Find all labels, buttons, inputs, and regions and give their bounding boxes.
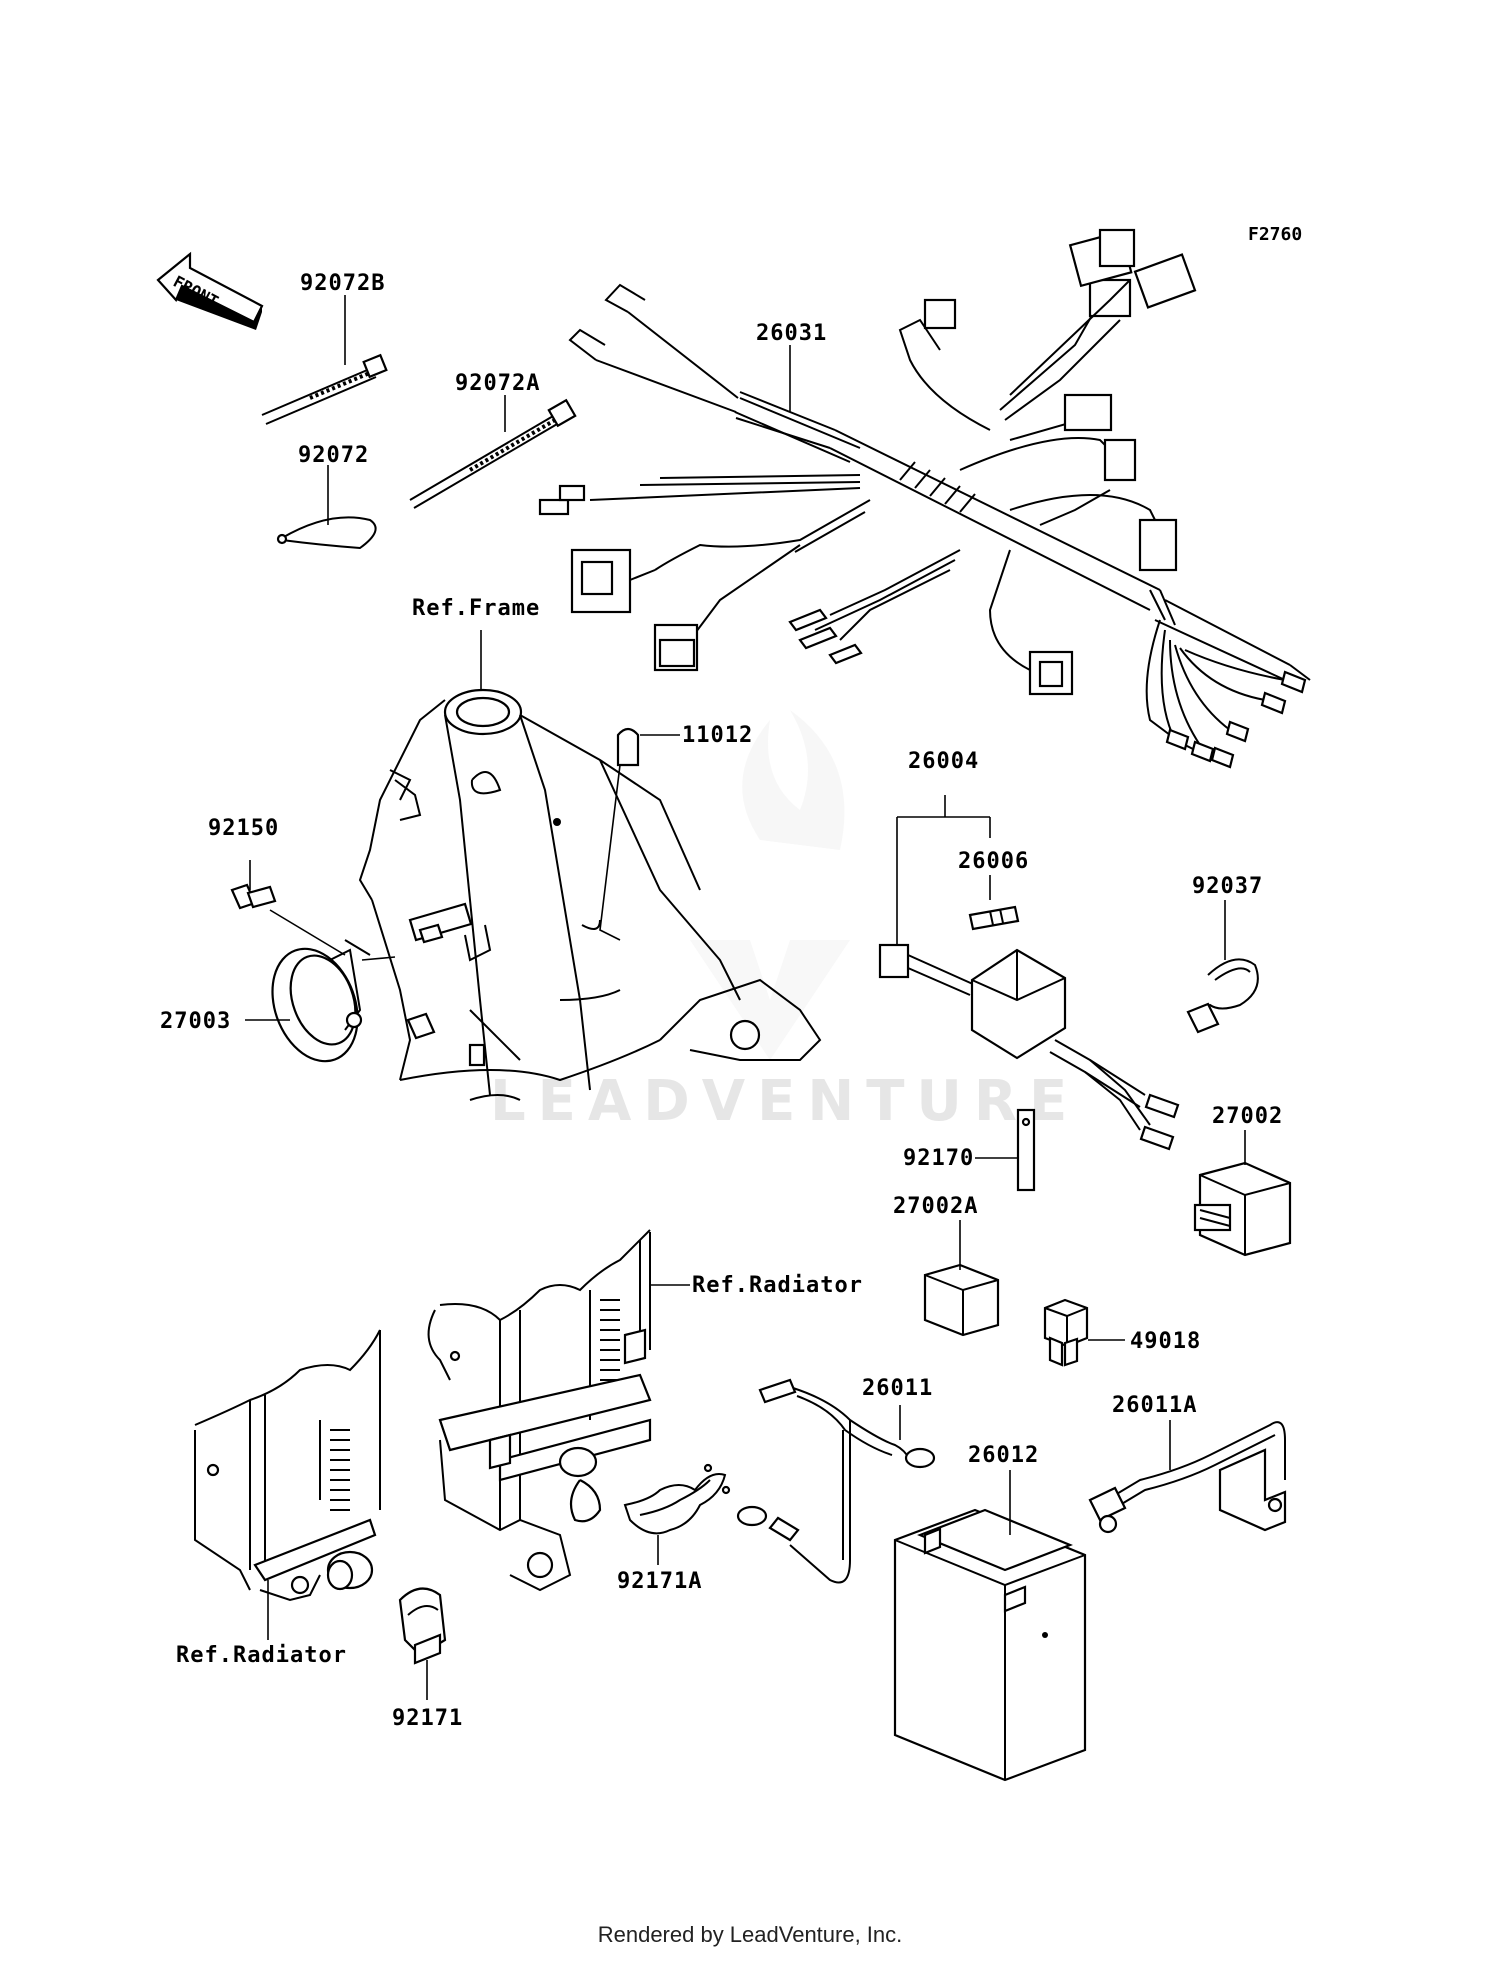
label-92072: 92072 xyxy=(298,443,369,468)
part-labels: 92072B 92072A 92072 26031 Ref.Frame 1101… xyxy=(160,271,1283,1731)
label-26011: 26011 xyxy=(862,1376,933,1401)
label-26011A: 26011A xyxy=(1112,1393,1197,1418)
label-ref-radiator-bottom: Ref.Radiator xyxy=(176,1643,347,1668)
part-92150-bolt xyxy=(230,860,277,910)
part-26006-fuse xyxy=(968,875,1020,931)
label-92072A: 92072A xyxy=(455,371,540,396)
label-26031: 26031 xyxy=(756,321,827,346)
part-92037-clamp xyxy=(1186,900,1259,1034)
part-26012-battery xyxy=(893,1470,1087,1782)
label-92072B: 92072B xyxy=(300,271,385,296)
radiator-grommet-upper xyxy=(558,1446,602,1523)
label-ref-radiator-top: Ref.Radiator xyxy=(692,1273,863,1298)
part-26011-battery-cable xyxy=(736,1378,936,1584)
label-26004: 26004 xyxy=(908,749,979,774)
diagram-code: F2760 xyxy=(1248,224,1302,245)
part-11012 xyxy=(599,727,680,941)
label-27002: 27002 xyxy=(1212,1104,1283,1129)
part-27002A-relay xyxy=(923,1220,1000,1337)
part-27002-relay xyxy=(1193,1130,1292,1257)
label-92170: 92170 xyxy=(903,1146,974,1171)
cable-tie-92072A xyxy=(409,398,577,509)
watermark-text: LEADVENTURE xyxy=(490,1069,1079,1134)
radiator-ref-lower xyxy=(194,1329,381,1640)
part-26011A-battery-cable xyxy=(1088,1420,1287,1534)
part-92171A-clamp xyxy=(623,1463,731,1565)
front-arrow: FRONT xyxy=(156,251,264,330)
label-ref-frame: Ref.Frame xyxy=(412,596,540,621)
label-27003: 27003 xyxy=(160,1009,231,1034)
label-92037: 92037 xyxy=(1192,874,1263,899)
label-49018: 49018 xyxy=(1130,1329,1201,1354)
part-27003-horn xyxy=(245,909,396,1063)
main-wiring-harness xyxy=(538,228,1311,769)
cable-tie-92072B xyxy=(261,353,388,425)
part-49018-diode xyxy=(1043,1298,1125,1367)
label-92171: 92171 xyxy=(392,1706,463,1731)
label-92171A: 92171A xyxy=(617,1569,702,1594)
radiator-ref-upper xyxy=(427,1229,690,1592)
part-92170-strap xyxy=(975,1108,1036,1192)
cable-tie-92072 xyxy=(276,516,377,550)
label-26006: 26006 xyxy=(958,849,1029,874)
part-26004-fuse-holder xyxy=(878,795,1180,1151)
label-92150: 92150 xyxy=(208,816,279,841)
leaders-ties xyxy=(327,295,506,525)
watermark-logo xyxy=(690,710,850,1060)
part-92171-clamp xyxy=(398,1587,447,1700)
label-26012: 26012 xyxy=(968,1443,1039,1468)
frame-ref xyxy=(358,688,822,1101)
footer-credit: Rendered by LeadVenture, Inc. xyxy=(597,1922,903,1947)
label-11012: 11012 xyxy=(682,723,753,748)
label-27002A: 27002A xyxy=(893,1194,978,1219)
